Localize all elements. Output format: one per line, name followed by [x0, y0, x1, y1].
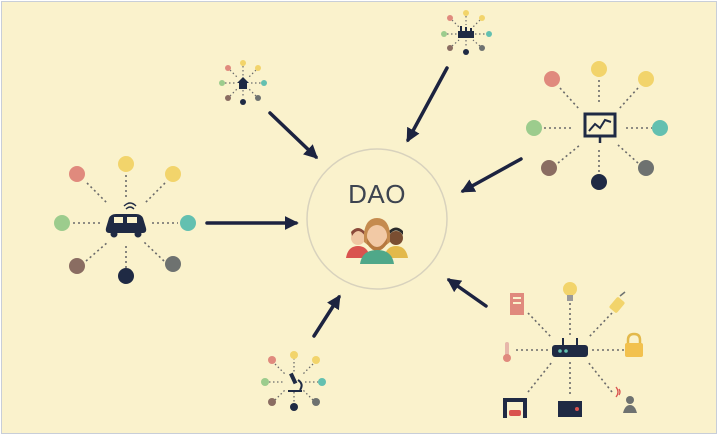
factory-cluster: [441, 10, 492, 55]
presentation-chart-icon: [583, 112, 617, 143]
arrows: [205, 66, 523, 338]
dao-center: DAO: [306, 148, 448, 290]
iot-cluster: [503, 282, 643, 418]
microscope-cluster: [261, 351, 326, 411]
plug-icon: [609, 291, 626, 313]
arrow-microscope: [312, 294, 341, 338]
door-panel-icon: [510, 293, 524, 315]
factory-icon: [458, 26, 474, 38]
arrow-iot: [446, 278, 488, 308]
people-group-icon: [346, 218, 408, 264]
arrow-chart: [460, 157, 523, 193]
arrow-house: [268, 111, 319, 159]
chart-cluster: [526, 61, 668, 190]
garage-car-icon: [503, 398, 527, 418]
house-cluster: [219, 60, 267, 105]
person-wifi-icon: [615, 386, 637, 413]
house-icon: [237, 77, 249, 89]
media-box-icon: [558, 401, 582, 417]
lock-icon: [625, 332, 643, 357]
microscope-icon: [288, 372, 303, 392]
car-cluster-nodes: [54, 156, 196, 284]
dao-label: DAO: [348, 179, 406, 209]
router-icon: [552, 338, 588, 357]
light-bulb-icon: [563, 282, 577, 301]
arrow-factory: [406, 66, 449, 143]
connected-car-icon: [105, 202, 147, 238]
thermometer-icon: [503, 342, 511, 362]
car-cluster: [73, 175, 178, 270]
